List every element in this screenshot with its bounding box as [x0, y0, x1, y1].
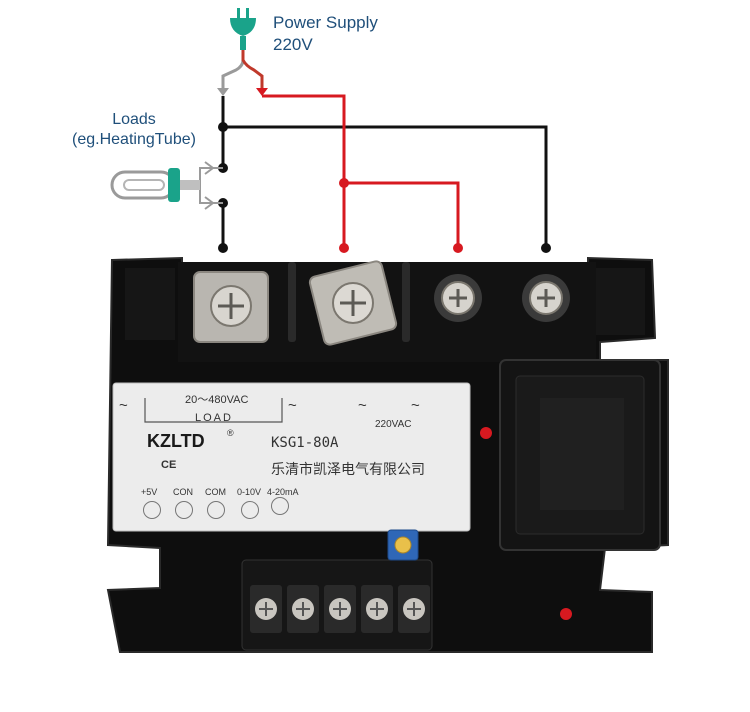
voltage-range: 20～480VAC — [185, 394, 249, 406]
brand-name: KZLTD — [147, 431, 205, 451]
terminal-circle-5 — [271, 497, 289, 515]
potentiometer — [387, 529, 419, 561]
control-voltage: 220VAC — [375, 419, 412, 430]
loads-title: Loads — [112, 111, 156, 128]
ac-symbol-3: ~ — [358, 397, 367, 414]
power-supply-title: Power Supply — [273, 13, 378, 32]
ce-mark: CE — [161, 459, 177, 471]
terminal-label-5v: +5V — [141, 487, 158, 497]
registered-mark: ® — [227, 428, 234, 438]
power-plug-icon — [217, 8, 268, 127]
terminal-dividers — [288, 262, 410, 342]
wire-junctions — [218, 122, 551, 253]
terminal-circle-4 — [241, 501, 259, 519]
ac-symbol-1: ~ — [119, 397, 128, 414]
terminal-circle-3 — [207, 501, 225, 519]
loads-example: (eg.HeatingTube) — [72, 131, 196, 148]
terminal-circle-1 — [143, 501, 161, 519]
load-terminal-1 — [193, 271, 269, 343]
indicator-led-2 — [560, 608, 572, 620]
terminal-label-con: CON — [173, 487, 193, 497]
ac-symbol-4: ~ — [411, 397, 420, 414]
manufacturer-name: 乐清市凯泽电气有限公司 — [271, 461, 425, 477]
control-terminal-block — [241, 559, 433, 651]
terminal-label-com: COM — [205, 487, 226, 497]
load-terminal-2 — [308, 260, 398, 346]
terminal-label-4-20ma: 4-20mA — [267, 487, 299, 497]
heating-tube-icon — [110, 161, 223, 210]
terminal-label-0-10v: 0-10V — [237, 487, 262, 497]
power-supply-label: Power Supply 220V — [273, 12, 378, 56]
terminal-circle-2 — [175, 501, 193, 519]
live-wires — [262, 94, 460, 248]
neutral-wires — [221, 125, 548, 248]
load-label: LOAD — [195, 412, 233, 424]
label-plate: 20～480VAC LOAD ~ ~ ~ ~ 220VAC KZLTD ® CE… — [113, 383, 470, 531]
model-number: KSG1-80A — [271, 435, 339, 451]
load-bracket — [144, 398, 283, 423]
supply-terminal-1 — [434, 274, 482, 322]
label-plate-bg — [112, 382, 471, 532]
indicator-led-1 — [480, 427, 492, 439]
loads-label: Loads (eg.HeatingTube) — [54, 110, 214, 150]
power-supply-voltage: 220V — [273, 35, 313, 54]
ac-symbol-2: ~ — [288, 397, 297, 414]
supply-terminal-2 — [522, 274, 570, 322]
